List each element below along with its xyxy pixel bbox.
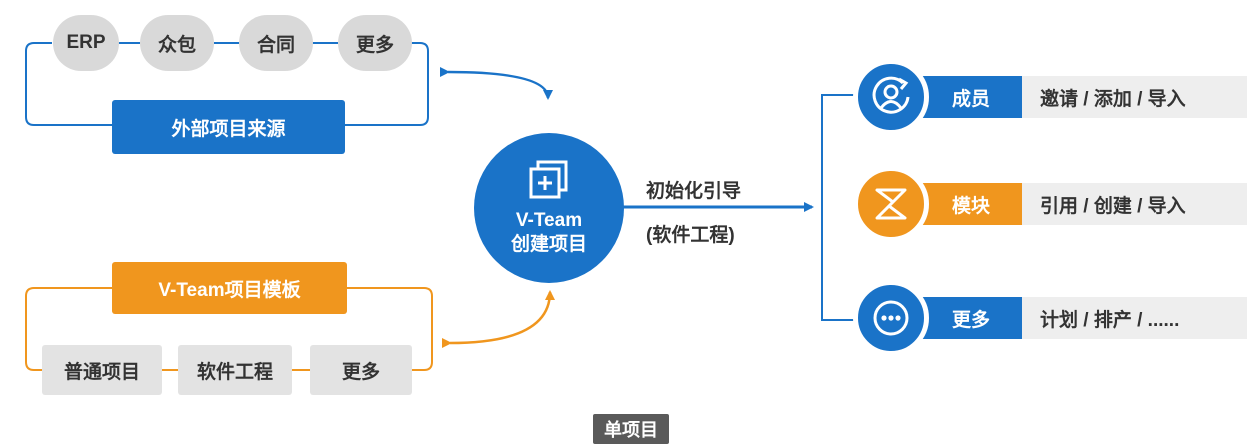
source-pill-erp: ERP bbox=[53, 15, 119, 71]
source-pill-more: 更多 bbox=[338, 15, 412, 71]
template-item-software: 软件工程 bbox=[178, 345, 292, 395]
card-modules-title: 模块 bbox=[952, 195, 991, 217]
card-members-title: 成员 bbox=[952, 88, 991, 110]
source-group-frame bbox=[25, 42, 429, 126]
caption-single-project: 单项目 bbox=[593, 414, 669, 444]
center-line-2: 创建项目 bbox=[510, 234, 587, 255]
card-members-desc: 邀请 / 添加 / 导入 bbox=[1022, 76, 1247, 118]
arrow-label-top: 初始化引导 bbox=[646, 181, 742, 202]
module-icon bbox=[853, 166, 929, 242]
template-item-normal: 普通项目 bbox=[42, 345, 162, 395]
center-line-1: V-Team bbox=[515, 210, 583, 231]
arrow-label-bottom: (软件工程) bbox=[646, 225, 735, 246]
card-more-desc: 计划 / 排产 / ...... bbox=[1022, 297, 1247, 339]
template-arrow bbox=[441, 290, 555, 349]
more-dots-icon bbox=[853, 280, 929, 356]
source-title-box: 外部项目来源 bbox=[112, 100, 345, 154]
template-item-more: 更多 bbox=[310, 345, 412, 395]
source-arrow bbox=[439, 66, 553, 100]
member-cycle-icon bbox=[853, 59, 929, 135]
create-project-circle: V-Team 创建项目 bbox=[474, 133, 624, 283]
add-project-icon bbox=[529, 160, 568, 199]
template-title-box: V-Team项目模板 bbox=[112, 262, 347, 314]
source-pill-crowdsource: 众包 bbox=[140, 15, 214, 71]
card-more-title: 更多 bbox=[952, 309, 991, 331]
template-group-frame bbox=[25, 287, 433, 371]
cards-bracket bbox=[821, 94, 878, 321]
source-pill-contract: 合同 bbox=[239, 15, 313, 71]
card-modules-desc: 引用 / 创建 / 导入 bbox=[1022, 183, 1247, 225]
